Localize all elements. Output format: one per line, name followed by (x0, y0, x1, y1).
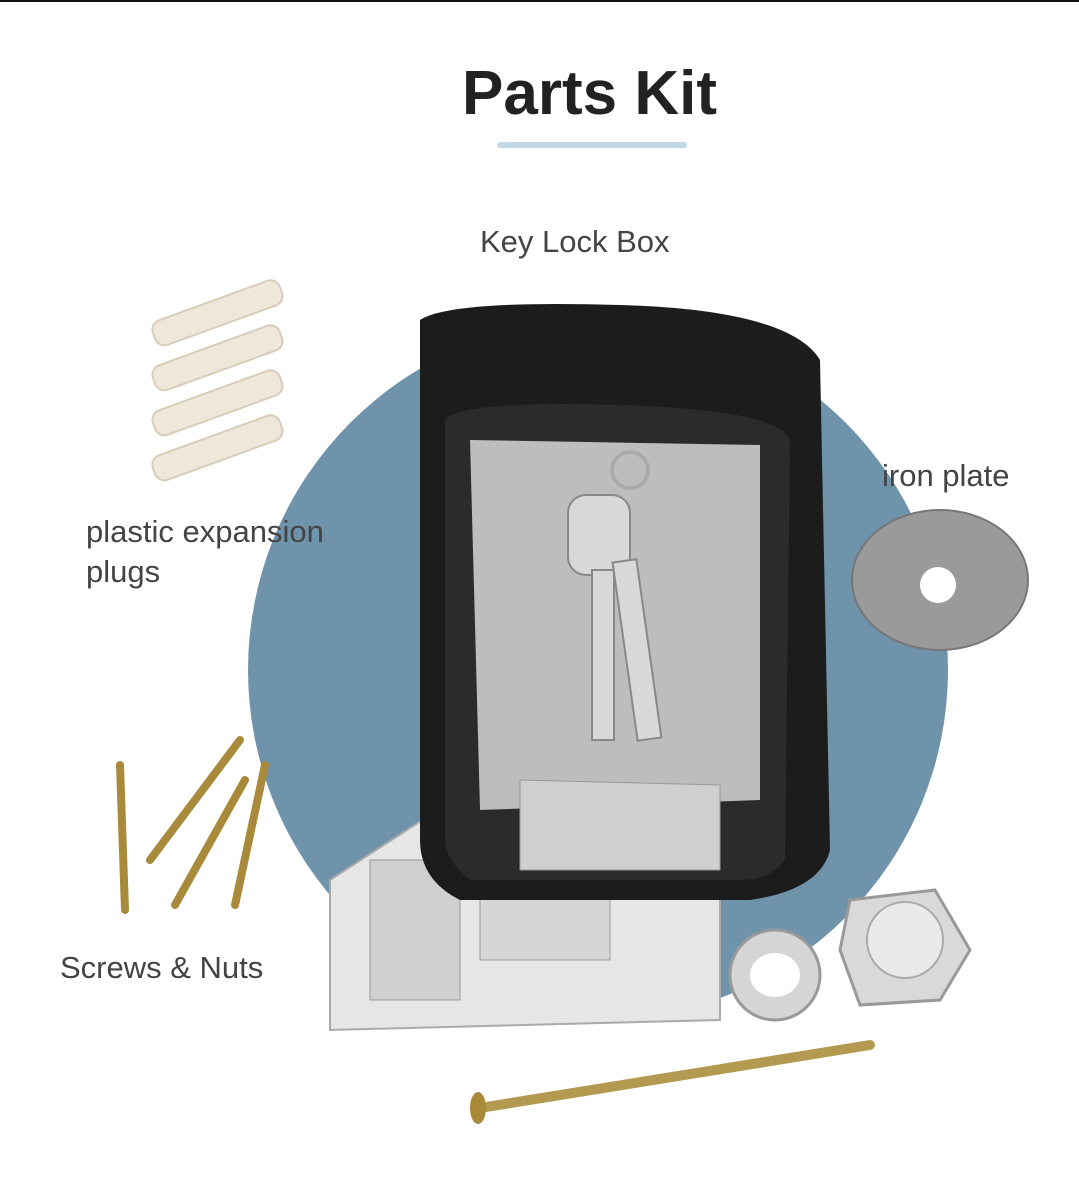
top-border (0, 0, 1079, 2)
screws-image (116, 736, 269, 914)
keys-image (567, 450, 663, 742)
bolt-image (470, 1040, 875, 1124)
label-iron-plate: iron plate (882, 458, 1010, 493)
nuts-image (728, 888, 972, 1022)
iron-plate-image (851, 509, 1029, 651)
page-title: Parts Kit (462, 59, 717, 128)
label-screws-nuts: Screws & Nuts (60, 950, 264, 985)
label-key-lock-box: Key Lock Box (480, 224, 670, 259)
title-underline (497, 142, 687, 148)
label-plastic-expansion-plugs: plastic expansion plugs (86, 514, 324, 589)
plastic-expansion-plugs-image (151, 279, 284, 482)
key-lock-box-image (329, 304, 830, 1032)
